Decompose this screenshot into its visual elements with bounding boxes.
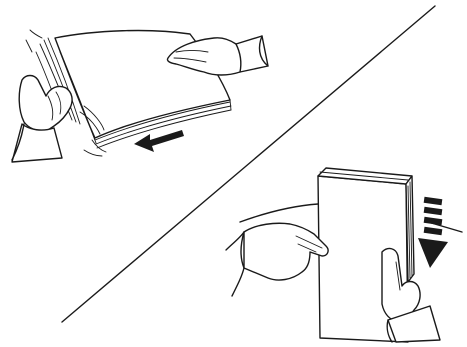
left-hand-stack [225, 222, 329, 297]
arrow-down-icon [418, 196, 463, 268]
right-hand-top [166, 35, 269, 76]
desk-outline [239, 203, 319, 223]
left-hand-bottom [11, 74, 73, 163]
diagonal-divider [61, 5, 436, 323]
panel-align-stack [225, 167, 463, 343]
panel-fan-paper [11, 29, 269, 163]
right-hand-stack [381, 247, 441, 343]
arrow-left-icon [134, 130, 184, 152]
